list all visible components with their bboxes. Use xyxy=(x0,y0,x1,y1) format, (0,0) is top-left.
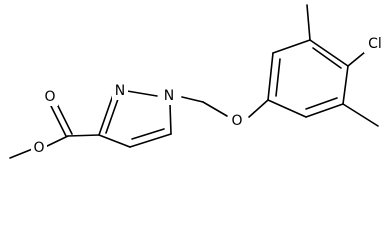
bond-ring-c6-c1 xyxy=(267,99,307,118)
bond-ring-c2-c3 xyxy=(272,39,311,54)
bond-c4-c3 xyxy=(98,134,131,148)
bond-ring-c5-c6 xyxy=(305,103,344,118)
bond-ring-c5-c6-inner xyxy=(305,97,338,110)
bond-ring-cl xyxy=(347,51,366,67)
bond-carbonyl-c-o-double-b xyxy=(55,101,73,135)
atom-cl: Cl xyxy=(364,35,386,53)
bond-c5-c4-double-a xyxy=(129,133,172,148)
bond-methyl-o-ester xyxy=(9,147,36,159)
bond-ring-c3-c4 xyxy=(309,39,349,67)
bond-ring-c3-c4-inner xyxy=(312,47,342,69)
atom-o-carbonyl-label: O xyxy=(44,89,55,105)
bond-ring-c1-c2 xyxy=(267,52,274,101)
bond-n1-ch2 xyxy=(181,96,204,103)
atom-o-ether: O xyxy=(229,112,245,130)
bond-o-ester-carbonyl-c xyxy=(42,135,69,149)
atom-n1-label: N xyxy=(164,88,174,104)
bond-ring-c2-c1-inner xyxy=(275,58,281,97)
bond-n2-n1 xyxy=(126,90,158,97)
atom-o-ether-label: O xyxy=(231,113,242,129)
bond-c3-n2-double-b xyxy=(105,98,119,134)
bond-c3-n2-double-a xyxy=(98,94,114,136)
atom-n2: N xyxy=(112,82,128,100)
bond-c5-c4-double-b xyxy=(131,128,165,140)
atom-n1: N xyxy=(161,87,177,105)
bond-o-ether-ring xyxy=(248,99,269,118)
bond-n1-c5 xyxy=(169,103,172,135)
bond-carbonyl-c-o-double-a xyxy=(49,103,67,137)
atom-o-ester-label: O xyxy=(33,140,44,156)
bond-ring-methyl-bottom xyxy=(342,103,379,127)
bond-ring-c4-c5 xyxy=(342,65,349,105)
atom-cl-label: Cl xyxy=(368,36,382,52)
bond-carbonyl-c-c3 xyxy=(67,134,100,137)
atom-o-carbonyl: O xyxy=(42,88,58,106)
bond-ch2-o-ether xyxy=(202,101,228,117)
chemical-structure: O O N N O Cl xyxy=(9,4,386,159)
atom-o-ester: O xyxy=(31,139,47,157)
atom-n2-label: N xyxy=(115,83,125,99)
bond-ring-methyl-top xyxy=(306,4,311,41)
